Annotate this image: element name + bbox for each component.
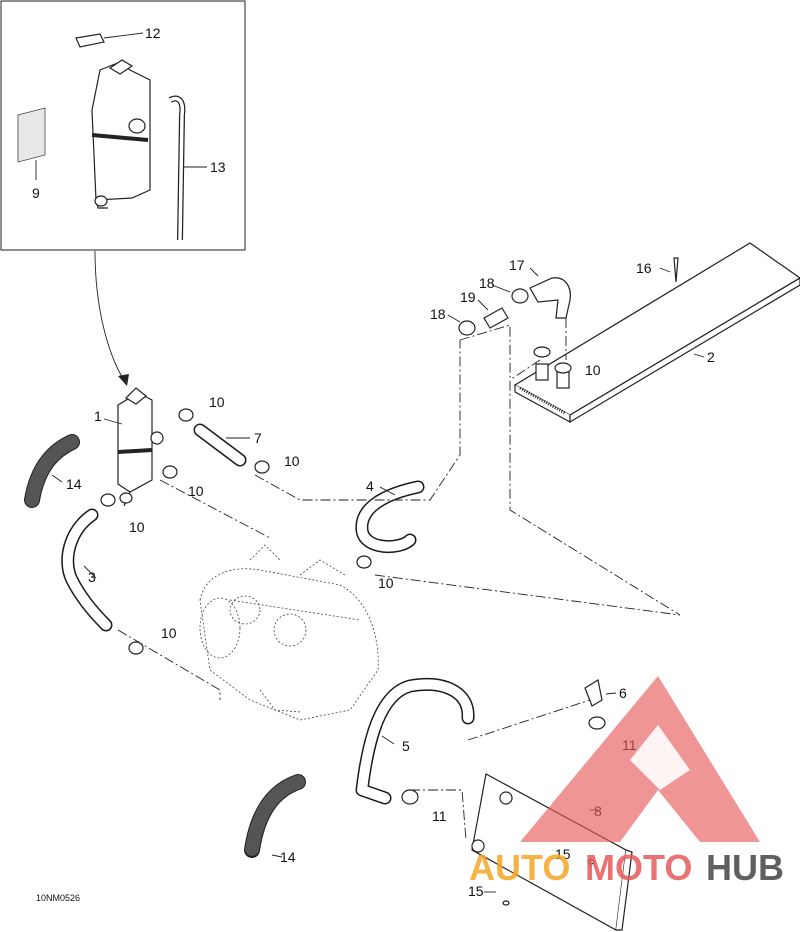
inset-reservoir [75,33,151,209]
hose-5 [355,677,475,805]
callout-10-d: 10 [129,519,145,535]
callout-16: 16 [636,260,652,276]
leader-lines [35,32,705,893]
callout-9: 9 [32,185,40,201]
callout-10-b: 10 [284,453,300,469]
callout-14-b: 14 [280,849,296,865]
o-ring-upper [511,288,529,304]
callout-10-a: 10 [209,394,225,410]
watermark-triangle-cutout [630,725,690,790]
callout-1: 1 [94,408,102,424]
screws-15 [502,859,595,906]
callout-15-a: 15 [555,846,571,862]
callout-4: 4 [366,478,374,494]
routing-lines [117,318,681,841]
callout-19: 19 [460,289,476,305]
elbow-fitting [529,277,571,319]
corrugated-hose-lower [244,774,306,858]
watermark-hub: HUB [706,847,784,888]
callout-10-e: 10 [378,575,394,591]
hose-4 [355,480,425,554]
inset-vent-tube [168,95,186,241]
watermark-logo: AUTO MOTO HUB [469,676,784,888]
watermark-auto: AUTO [469,847,570,888]
callout-13: 13 [210,159,226,175]
reference-code: 10NM0526 [36,893,80,903]
inset-pointer-arrow [118,374,129,386]
callout-12: 12 [145,25,161,41]
inset-pointer-line [94,250,126,383]
callout-14-a: 14 [66,476,82,492]
radiator-heat-exchanger [513,242,800,424]
callout-18-b: 18 [430,306,446,322]
engine-outline [199,544,379,721]
clamp-11-lower [401,789,419,805]
o-ring-lower [458,320,476,336]
hose-3 [61,508,113,632]
callout-3: 3 [88,569,96,585]
callout-10-c: 10 [188,483,204,499]
callout-2: 2 [707,349,715,365]
callout-10-g: 10 [585,362,601,378]
callout-17: 17 [509,257,525,273]
bleeder-screw [673,257,679,283]
adapter-fitting [483,307,509,329]
coolant-reservoir [117,387,164,507]
callout-10-f: 10 [161,625,177,641]
radiator-fittings [533,346,572,389]
inset-label-decal [17,107,46,163]
callout-5: 5 [402,738,410,754]
callout-6: 6 [619,685,627,701]
callout-11-b: 11 [432,808,447,824]
hose-clamps [100,408,372,655]
callout-7: 7 [254,430,262,446]
hose-7 [193,423,247,467]
elbow-fitting-6 [584,679,603,707]
callout-18-a: 18 [479,275,495,291]
watermark-moto: MOTO [585,847,692,888]
clamp-11-upper [588,716,606,730]
callout-15-b: 15 [468,883,484,899]
corrugated-hose-upper [24,434,80,508]
